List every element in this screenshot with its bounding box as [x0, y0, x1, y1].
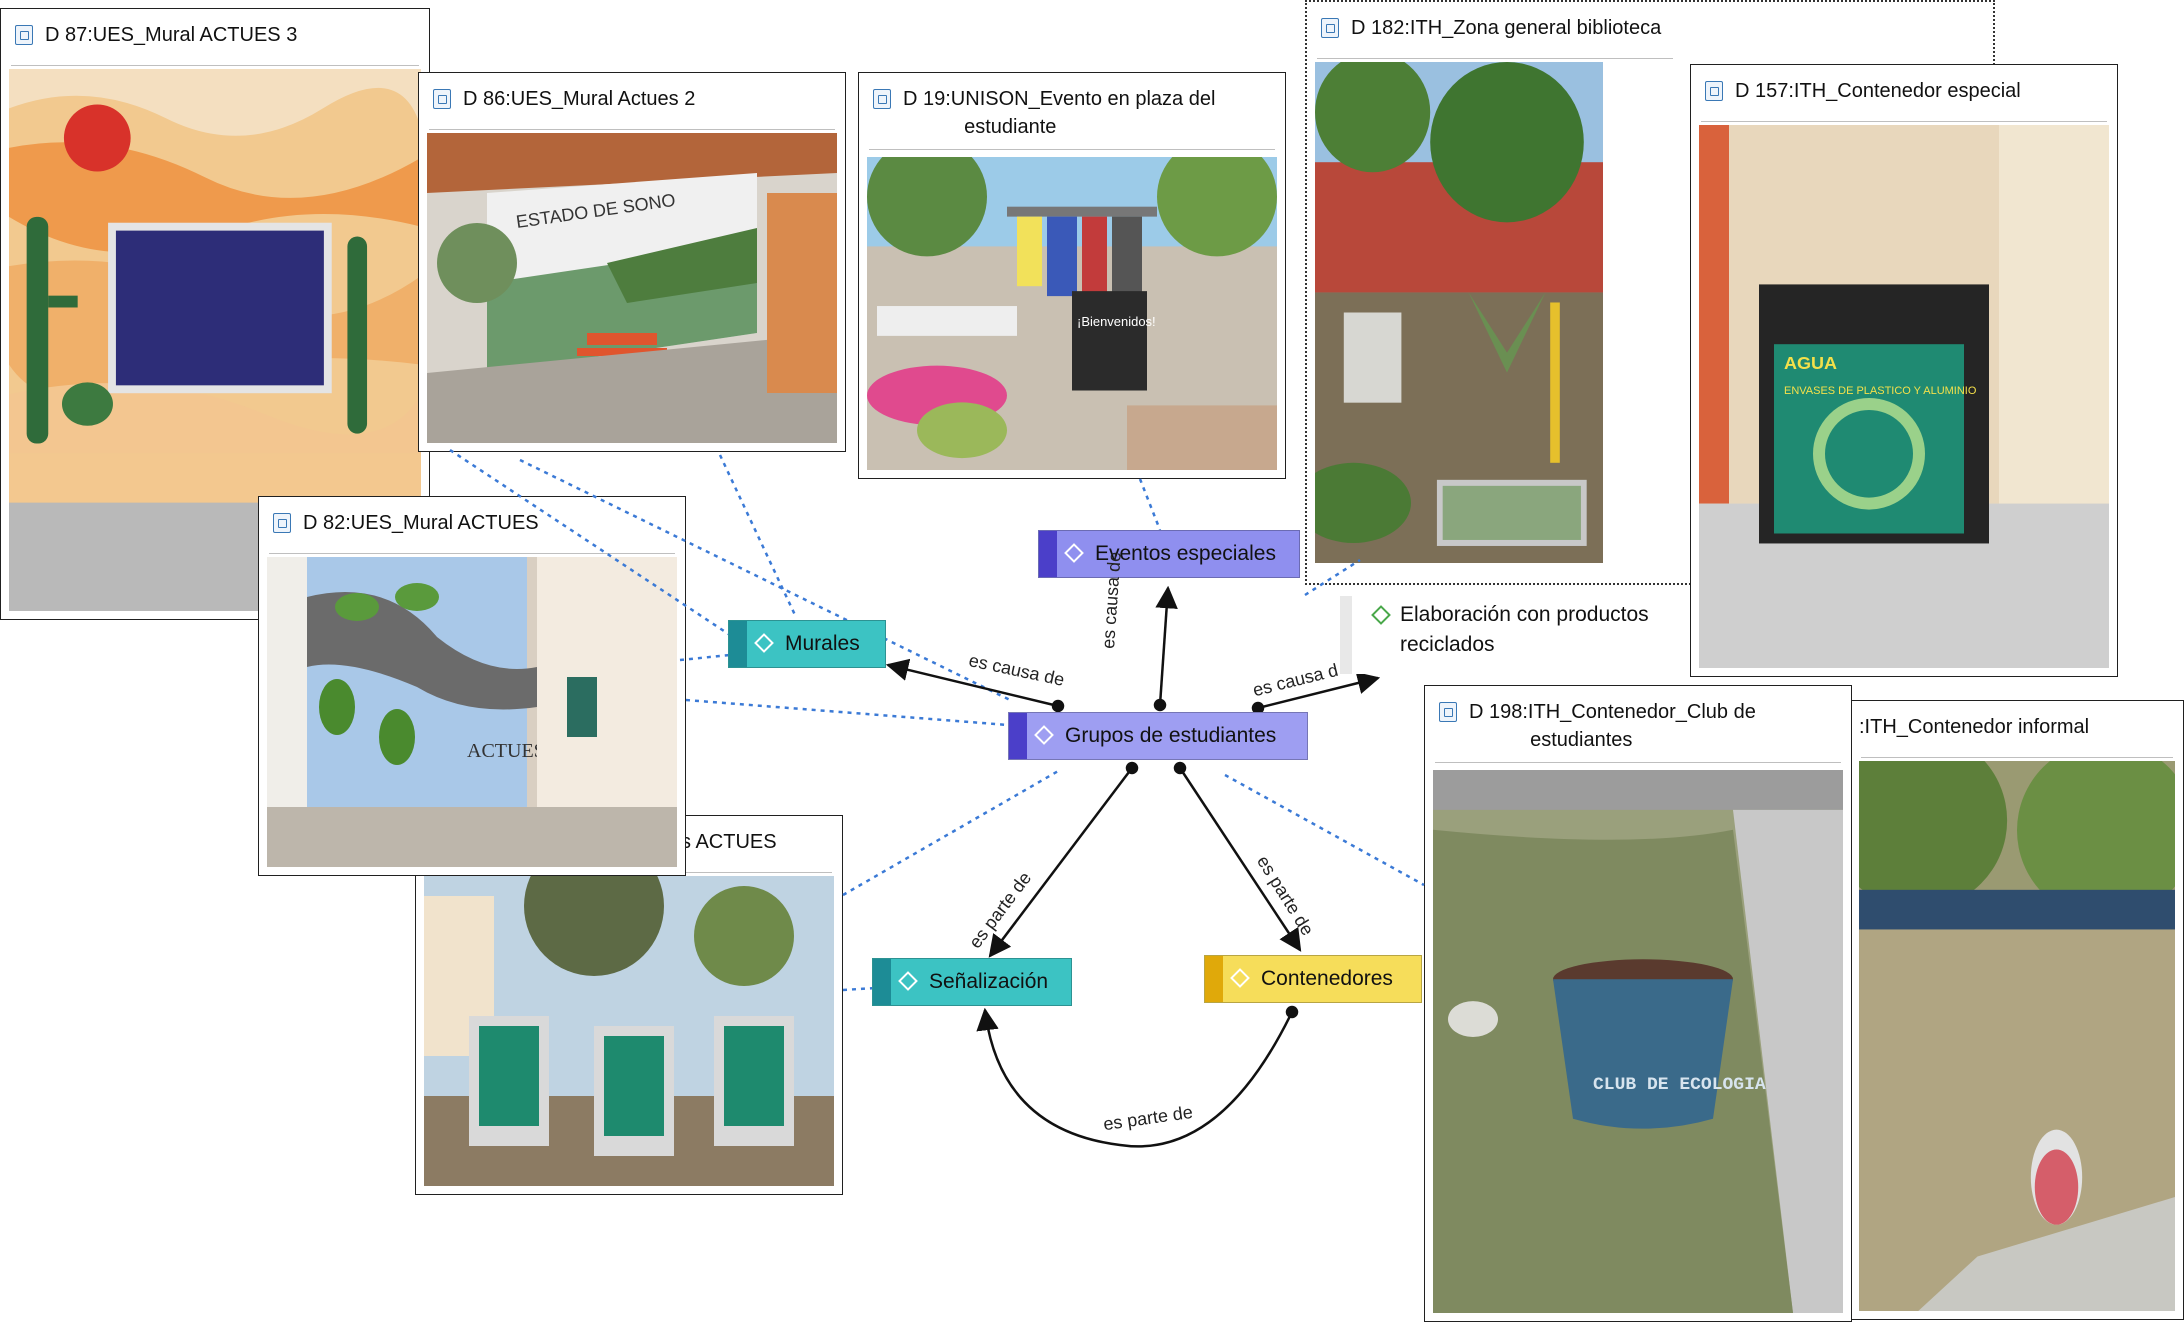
code-label: Grupos de estudiantes [1065, 724, 1277, 747]
code-color-bar [729, 621, 747, 667]
photo-special-container: AGUA ENVASES DE PLASTICO Y ALUMINIO [1699, 125, 2109, 668]
sign-text: ENVASES DE PLASTICO Y ALUMINIO [1784, 385, 1976, 397]
doc-title: D 198:ITH_Contenedor_Club de estudiantes [1469, 701, 1756, 751]
code-diamond-icon [754, 633, 774, 653]
doc-header: D 198:ITH_Contenedor_Club de estudiantes [1435, 692, 1841, 763]
document-icon [873, 89, 891, 109]
code-color-bar [1340, 596, 1352, 674]
code-label: Contenedores [1261, 967, 1393, 990]
code-color-bar [1205, 956, 1223, 1002]
sign-text: AGUA [1784, 353, 1837, 373]
document-icon [1705, 81, 1723, 101]
code-label: Señalización [929, 970, 1049, 993]
document-icon [1439, 702, 1457, 722]
code-diamond-icon [1034, 725, 1054, 745]
code-diamond-icon [1064, 543, 1084, 563]
code-label: Elaboración con productos reciclados [1400, 603, 1649, 656]
code-color-bar [1009, 713, 1027, 759]
doc-title: :ITH_Contenedor informal [1859, 716, 2090, 738]
photo-library-garden [1315, 62, 1603, 563]
photo-ecology-club-bin: CLUB DE ECOLOGIA [1433, 770, 1843, 1313]
doc-title: D 87:UES_Mural ACTUES 3 [45, 24, 298, 46]
relation-label-parte-curve: es parte de [1101, 1101, 1194, 1135]
code-contenedores[interactable]: Contenedores [1204, 955, 1422, 1003]
document-d19[interactable]: D 19:UNISON_Evento en plaza del estudian… [858, 72, 1286, 479]
document-icon [433, 89, 451, 109]
doc-header: D 82:UES_Mural ACTUES [269, 503, 675, 554]
photo-informal-container [1859, 761, 2175, 1311]
code-murales[interactable]: Murales [728, 620, 886, 668]
doc-header: D 157:ITH_Contenedor especial [1701, 71, 2107, 122]
photo-mural-cactus [9, 69, 421, 611]
document-d157[interactable]: D 157:ITH_Contenedor especial AGUA ENVAS… [1690, 64, 2118, 677]
photo-corridor-mural: ESTADO DE SONO [427, 133, 837, 443]
doc-header: D 19:UNISON_Evento en plaza del estudian… [869, 79, 1275, 150]
doc-header: D 86:UES_Mural Actues 2 [429, 79, 835, 130]
document-icon [1321, 18, 1339, 38]
doc-header: D 87:UES_Mural ACTUES 3 [11, 15, 419, 66]
relation-label-causa-elaboracion: es causa d [1250, 659, 1341, 701]
document-icon [273, 513, 291, 533]
photo-recycling-bags [424, 876, 834, 1186]
code-color-bar [873, 959, 891, 1005]
code-grupos-de-estudiantes[interactable]: Grupos de estudiantes [1008, 712, 1308, 760]
photo-student-event: ¡Bienvenidos! [867, 157, 1277, 470]
document-d86[interactable]: D 86:UES_Mural Actues 2 ESTADO DE SONO [418, 72, 846, 452]
code-color-bar [1039, 531, 1057, 577]
doc-header: :ITH_Contenedor informal [1859, 707, 2173, 758]
code-elaboracion-reciclados[interactable]: Elaboración con productos reciclados [1340, 596, 1680, 674]
document-icon [15, 25, 33, 45]
code-diamond-icon [1371, 605, 1391, 625]
relation-label-causa-murales: es causa de [967, 650, 1067, 690]
code-eventos-especiales[interactable]: Eventos especiales [1038, 530, 1300, 578]
photo-hands-mural: ACTUES [267, 557, 677, 867]
doc-title: D 19:UNISON_Evento en plaza del estudian… [903, 88, 1216, 138]
chalkboard-text: ¡Bienvenidos! [1077, 314, 1156, 329]
doc-title: D 82:UES_Mural ACTUES [303, 512, 539, 534]
relation-label-parte-senalizacion: es parte de [965, 868, 1036, 953]
document-d87[interactable]: D 87:UES_Mural ACTUES 3 [0, 8, 430, 620]
document-informal[interactable]: :ITH_Contenedor informal [1850, 700, 2184, 1320]
doc-header: D 182:ITH_Zona general biblioteca [1317, 8, 1673, 59]
code-senalizacion[interactable]: Señalización [872, 958, 1072, 1006]
doc-title: D 182:ITH_Zona general biblioteca [1351, 17, 1662, 39]
document-d82[interactable]: D 82:UES_Mural ACTUES ACTUES [258, 496, 686, 876]
bin-text: CLUB DE ECOLOGIA [1593, 1075, 1766, 1095]
code-label: Eventos especiales [1095, 542, 1276, 565]
code-diamond-icon [1230, 968, 1250, 988]
mural-text: ACTUES [467, 740, 545, 762]
doc-title: D 86:UES_Mural Actues 2 [463, 88, 696, 110]
document-actues[interactable]: s ACTUES [415, 815, 843, 1195]
document-d198[interactable]: D 198:ITH_Contenedor_Club de estudiantes… [1424, 685, 1852, 1322]
code-diamond-icon [898, 971, 918, 991]
relation-label-parte-contenedores: es parte de [1253, 852, 1318, 939]
doc-title: D 157:ITH_Contenedor especial [1735, 80, 2021, 102]
code-label: Murales [785, 632, 860, 655]
doc-title: s ACTUES [681, 831, 777, 853]
